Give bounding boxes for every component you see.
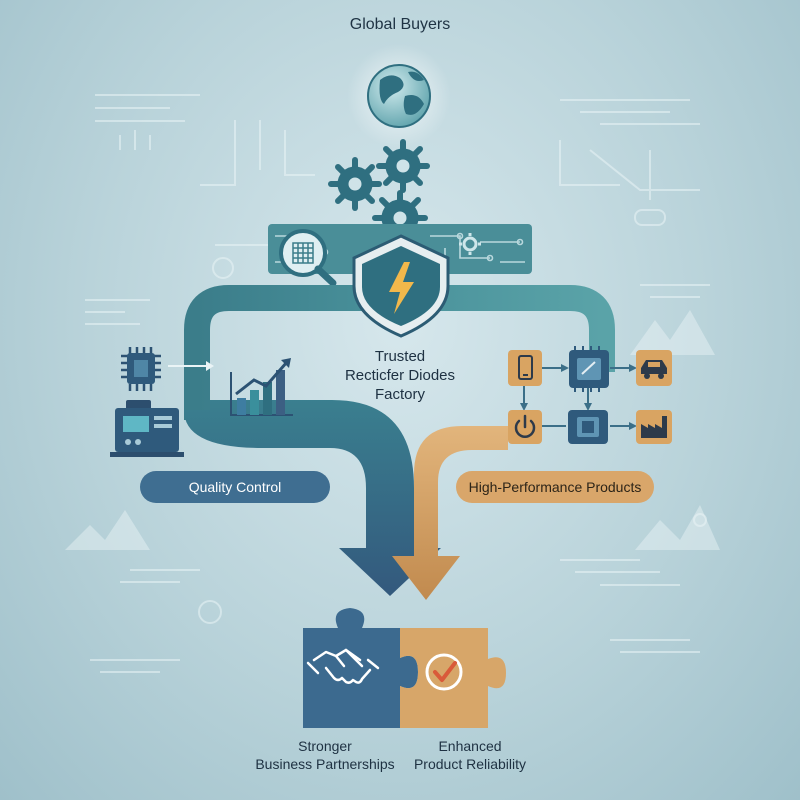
outcome-partnerships: Stronger Business Partnerships xyxy=(240,737,410,773)
network-arrowheads xyxy=(520,364,637,430)
gold-flow-arrow xyxy=(392,426,508,600)
check-badge-icon xyxy=(425,653,463,691)
factory-icon xyxy=(641,416,667,438)
power-tile xyxy=(508,410,542,444)
puzzle-piece-blue xyxy=(303,608,418,728)
small-gear-icon xyxy=(459,233,481,255)
quality-control-pill: Quality Control xyxy=(140,471,330,503)
outcome-reliability-line-1: Enhanced xyxy=(438,738,502,754)
factory-label-line-1: Trusted xyxy=(374,348,426,365)
power-icon xyxy=(514,414,536,438)
device-tile xyxy=(568,410,608,444)
outcome-reliability-line-2: Product Reliability xyxy=(413,756,527,772)
connector-arrowhead xyxy=(206,361,214,371)
background-mountains xyxy=(65,310,720,550)
high-performance-pill: High-Performance Products xyxy=(456,471,654,503)
outcome-partnerships-line-2: Business Partnerships xyxy=(255,756,395,772)
page-title: Global Buyers xyxy=(349,16,451,33)
outcome-partnerships-line-1: Stronger xyxy=(298,738,352,754)
car-icon xyxy=(641,360,667,379)
factory-label-line-2: Recticfer Diodes xyxy=(344,367,456,384)
magnifier-icon xyxy=(279,229,337,287)
car-tile xyxy=(636,350,672,386)
puzzle-piece-gold xyxy=(400,628,506,728)
globe-icon xyxy=(347,44,451,148)
shield-bolt-icon xyxy=(352,234,450,338)
factory-label-line-3: Factory xyxy=(374,386,425,403)
blue-flow-arrow xyxy=(184,400,441,596)
handshake-icon xyxy=(306,648,380,684)
phone-icon xyxy=(518,355,533,380)
outcome-reliability: Enhanced Product Reliability xyxy=(400,737,540,773)
chip-tile xyxy=(569,346,609,392)
network-connectors xyxy=(523,367,633,427)
factory-tile xyxy=(636,410,672,444)
microchip-icon xyxy=(121,347,161,391)
machine-icon xyxy=(110,400,184,457)
background-decoration xyxy=(85,94,710,673)
growth-chart-icon xyxy=(230,358,293,416)
phone-tile xyxy=(508,350,542,386)
factory-label: Trusted Recticfer Diodes Factory xyxy=(300,347,500,404)
